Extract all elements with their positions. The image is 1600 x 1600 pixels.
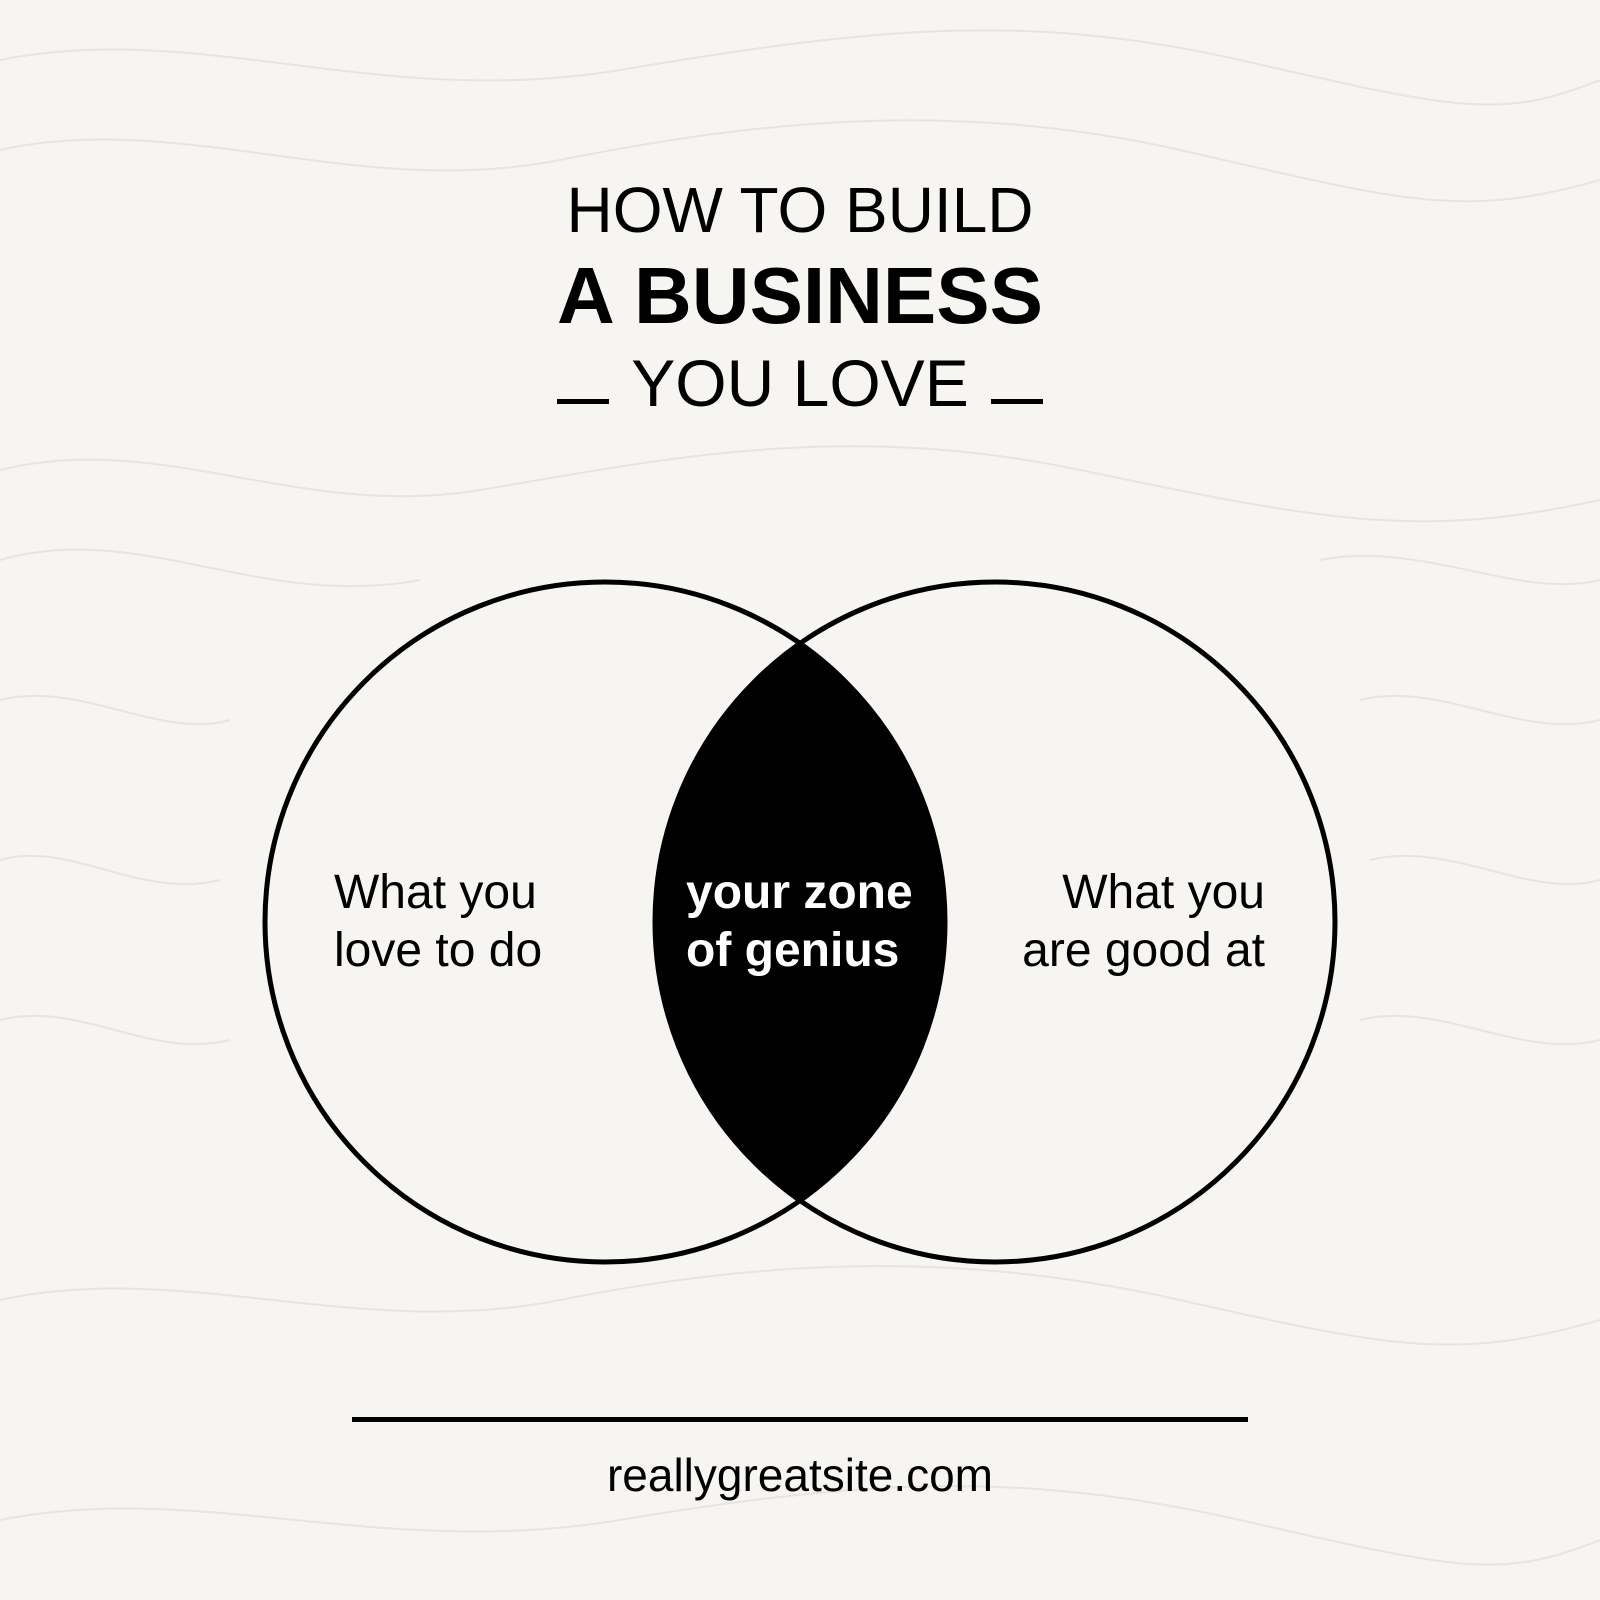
venn-intersection bbox=[655, 582, 945, 1262]
venn-right-label: What you are good at bbox=[1022, 866, 1265, 977]
title-line-3-text: YOU LOVE bbox=[631, 346, 969, 420]
title-line-3: YOU LOVE bbox=[0, 350, 1600, 416]
title-line-1: HOW TO BUILD bbox=[566, 174, 1034, 246]
title-dash-right bbox=[990, 399, 1043, 404]
title-dash-left bbox=[557, 399, 610, 404]
venn-left-label: What you love to do bbox=[334, 866, 543, 977]
footer-divider bbox=[352, 1417, 1248, 1422]
venn-right-circle bbox=[652, 579, 1338, 1265]
footer-url: reallygreatsite.com bbox=[606, 1449, 994, 1501]
venn-intersection-label: your zone of genius bbox=[686, 866, 913, 977]
venn-left-circle bbox=[262, 579, 948, 1265]
title-line-2: A BUSINESS bbox=[556, 251, 1043, 340]
